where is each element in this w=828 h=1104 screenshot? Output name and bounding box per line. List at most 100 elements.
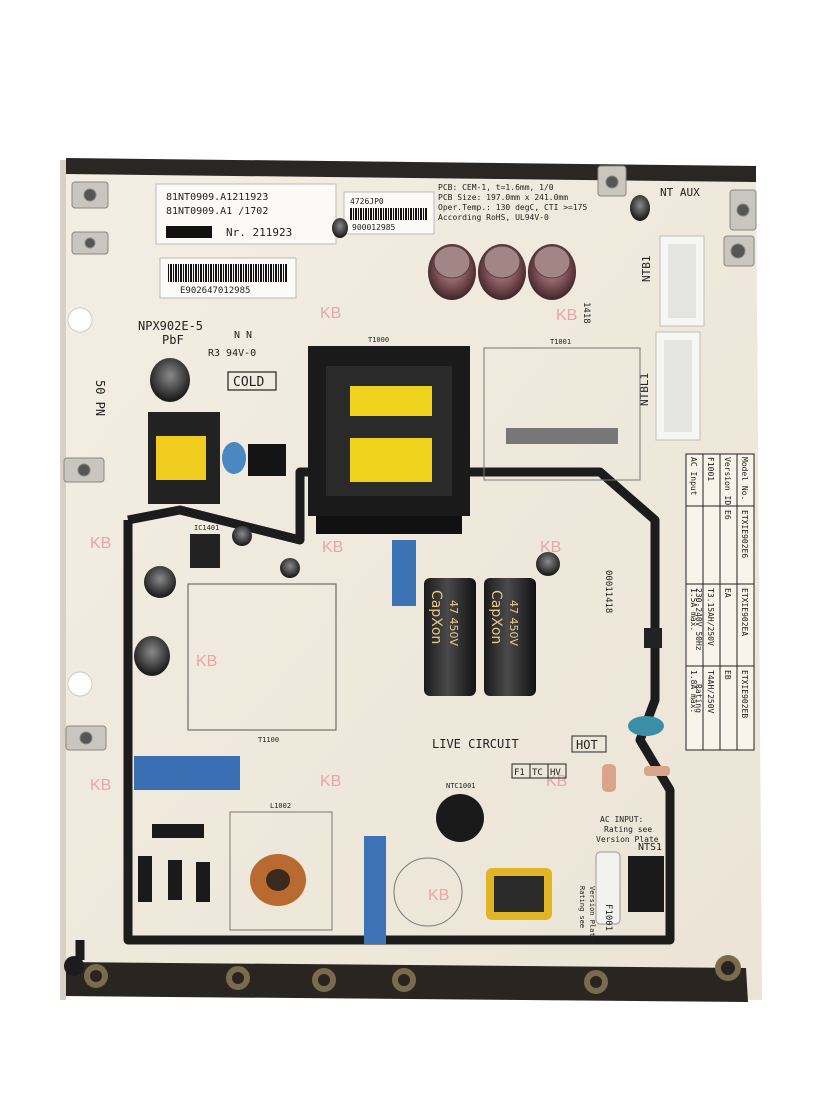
svg-text:L1002: L1002 [270, 802, 291, 810]
barcode-2-number: E902647012985 [180, 286, 250, 296]
pcb-spec-line: Oper.Temp.: 130 degC, CTI >=175 [438, 203, 587, 212]
svg-text:Version Plate: Version Plate [596, 835, 659, 844]
pbf-label: PbF [162, 333, 184, 347]
kb-mark: KB [556, 307, 577, 324]
bridge-diodes [138, 824, 210, 902]
kb-mark: KB [546, 773, 567, 790]
top-sticker: 81NT0909.A1211923 81NT0909.A1 /1702 Nr. … [155, 183, 337, 245]
svg-text:HOT: HOT [576, 738, 598, 752]
svg-text:AC Input: AC Input [689, 457, 698, 496]
sticker-line-1: 81NT0909.A1211923 [166, 192, 268, 203]
date-code-label: 50 PN [93, 380, 107, 416]
sticker-line-2: 81NT0909.A1 /1702 [166, 206, 268, 217]
barcode-1-text: 4726JP0 [350, 197, 384, 206]
small-electrolytics [134, 526, 560, 676]
side-number: 1418 [581, 302, 591, 324]
ac-input-note: AC INPUT: Rating see Version Plate [596, 815, 659, 844]
svg-text:T1100: T1100 [258, 736, 279, 744]
model-label: NPX902E-5 [138, 319, 203, 333]
cold-label: COLD [227, 371, 277, 391]
barcode-sticker-1: 4726JP0 900012985 [343, 191, 435, 235]
kb-mark: KB [196, 653, 217, 670]
connector-ntb1: NTB1 [640, 235, 705, 327]
hot-label: HOT [571, 735, 607, 753]
kb-mark: KB [320, 773, 341, 790]
svg-text:F1001: F1001 [706, 457, 715, 481]
svg-text:F1001: F1001 [603, 904, 613, 931]
kb-mark: KB [320, 305, 341, 322]
svg-text:T3.15AH/250V: T3.15AH/250V [706, 588, 715, 646]
svg-text:Model No.: Model No. [740, 457, 749, 500]
bottom-mounting-holes [64, 955, 741, 994]
svg-text:HV: HV [550, 768, 561, 778]
connector-nts1: NTS1 [628, 842, 664, 912]
svg-text:NTC1001: NTC1001 [446, 782, 476, 790]
fuse-f1001: F1001 Rating see Version Plate [578, 851, 621, 941]
svg-text:TC: TC [532, 768, 543, 778]
svg-text:T4AH/250V: T4AH/250V [706, 670, 715, 714]
cap-rating: 47 450V [447, 600, 460, 646]
small-transformer [148, 358, 286, 504]
serial-vertical: 00011418 [603, 570, 613, 613]
marker-boxes: F1 TC HV [511, 763, 567, 779]
resistors [602, 764, 670, 792]
transformer-t1000: T1000 [308, 336, 470, 534]
kb-mark: KB [90, 777, 111, 794]
nn-label: N N [234, 330, 252, 341]
svg-text:AC INPUT:: AC INPUT: [600, 815, 643, 824]
transformer-t1100-outline: T1100 [187, 583, 337, 744]
svg-text:NTBL1: NTBL1 [638, 373, 651, 406]
kb-watermarks: KB KB KB KB KB KB KB KB KB KB [90, 305, 577, 904]
pcb-spec-line: According RoHS, UL94V-0 [438, 213, 549, 222]
metal-brackets [63, 165, 757, 751]
version-table-rating: Rating 230-240V 50Hz [694, 588, 703, 713]
svg-text:NTS1: NTS1 [638, 842, 662, 853]
svg-text:T1001: T1001 [550, 338, 571, 346]
cy1600-cap [628, 716, 664, 736]
left-pads [67, 307, 93, 697]
transformer-t1001-outline: T1001 [483, 338, 641, 481]
barcode-sticker-2: E902647012985 [159, 257, 297, 299]
sticker-line-3: Nr. 211923 [226, 226, 292, 239]
svg-text:ETXIE902EA: ETXIE902EA [740, 588, 749, 636]
svg-text:EB: EB [723, 670, 732, 680]
ntc1001: NTC1001 [436, 782, 484, 842]
svg-text:Rating: Rating [694, 684, 703, 713]
svg-text:COLD: COLD [233, 375, 264, 390]
kb-mark: KB [428, 887, 449, 904]
x-capacitor [134, 756, 240, 790]
svg-text:T1000: T1000 [368, 336, 389, 344]
barcode-1-number: 900012985 [352, 223, 396, 232]
cap-brand: CapXon [428, 590, 444, 644]
svg-text:Rating see: Rating see [604, 825, 652, 834]
svg-text:IC1401: IC1401 [194, 524, 219, 532]
connector-ntbl1: NTBL1 [638, 331, 701, 441]
svg-text:Rating see: Rating see [578, 886, 586, 928]
transistor [644, 628, 662, 648]
isolation-boundary [75, 467, 675, 960]
svg-text:1.8A max.: 1.8A max. [689, 670, 698, 713]
blue-film-capacitor [392, 540, 416, 606]
svg-text:ETXIE902E6: ETXIE902E6 [740, 510, 749, 558]
common-mode-choke: L1002 [229, 802, 333, 931]
nt-aux-label: NT AUX [660, 186, 700, 199]
cap-rating: 47 450V [507, 600, 520, 646]
blue-y-capacitor [364, 836, 386, 944]
hv-capacitors: CapXon CapXon 47 450V 47 450V [424, 578, 536, 696]
svg-text:NTB1: NTB1 [640, 256, 653, 283]
cap-brand: CapXon [488, 590, 504, 644]
live-circuit-label: LIVE CIRCUIT [432, 737, 519, 751]
yellow-choke [486, 868, 552, 920]
svg-text:EA: EA [723, 588, 732, 598]
kb-mark: KB [322, 539, 343, 556]
round-outline [393, 857, 463, 927]
svg-text:ETXIE902EB: ETXIE902EB [740, 670, 749, 718]
pcb-spec-line: PCB: CEM-1, t=1.6mm, 1/0 [438, 183, 554, 192]
ic1401: IC1401 [190, 524, 220, 568]
kb-mark: KB [540, 539, 561, 556]
pcb-spec-line: PCB Size: 197.0mm x 241.0mm [438, 193, 568, 202]
svg-text:E6: E6 [723, 510, 732, 520]
version-table: Model No. ETXIE902E6 ETXIE902EA ETXIE902… [685, 453, 755, 751]
rating-94v-label: R3 94V-0 [208, 348, 256, 359]
